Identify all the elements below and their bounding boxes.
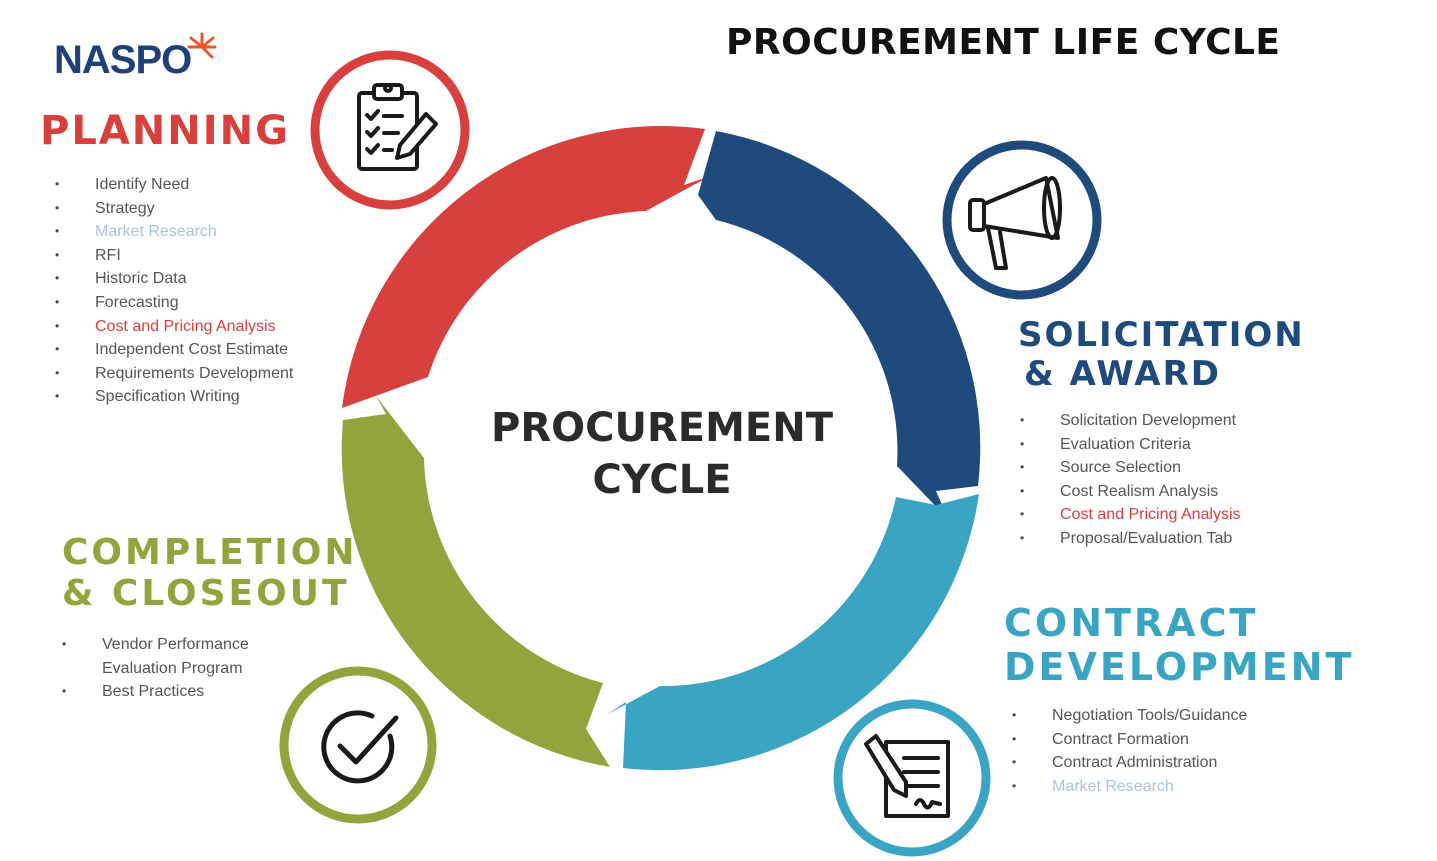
solicitation-heading-line-2: & AWARD [1024,354,1221,395]
list-item: Specification Writing [55,385,293,409]
completion-heading-line-1: COMPLETION [62,532,358,573]
solicitation-list: Solicitation Development Evaluation Crit… [1020,409,1241,551]
list-item: Contract Formation [1012,728,1247,752]
planning-arrow [342,126,710,409]
list-item: Forecasting [55,291,293,315]
solicitation-heading: SOLICITATION & AWARD [1018,315,1305,395]
list-item: Negotiation Tools/Guidance [1012,704,1247,728]
list-item: Contract Administration [1012,751,1247,775]
list-item: Best Practices [62,680,249,704]
list-item: Cost Realism Analysis [1020,480,1241,504]
list-item: Cost and Pricing Analysis [55,315,293,339]
center-label: PROCUREMENT CYCLE [462,402,862,506]
list-item: Independent Cost Estimate [55,338,293,362]
planning-heading: PLANNING [40,108,290,154]
completion-arrow [341,396,610,767]
clipboard-checklist-icon [357,83,438,171]
list-item: Strategy [55,197,293,221]
list-item: Proposal/Evaluation Tab [1020,527,1241,551]
list-item: Vendor Performance [62,633,249,657]
list-item: Evaluation Criteria [1020,433,1241,457]
planning-list: Identify Need Strategy Market Research R… [55,173,293,409]
megaphone-icon [968,176,1062,270]
list-item: Source Selection [1020,456,1241,480]
completion-icon-circle [279,666,437,824]
page-title: PROCUREMENT LIFE CYCLE [726,22,1281,63]
list-item: Market Research [55,220,293,244]
list-item: Identify Need [55,173,293,197]
burst-icon [187,32,217,59]
list-item: Requirements Development [55,362,293,386]
solicitation-heading-line-1: SOLICITATION [1018,315,1305,355]
list-item: Historic Data [55,267,293,291]
solicitation-icon-circle [942,140,1102,300]
solicitation-arrow [698,131,981,519]
list-item: Cost and Pricing Analysis [1020,503,1241,527]
list-item: RFI [55,244,293,268]
signed-document-icon [864,734,950,818]
center-line-2: CYCLE [592,457,732,503]
planning-icon-circle [310,50,470,210]
center-line-1: PROCUREMENT [491,405,833,451]
list-item: Market Research [1012,775,1247,799]
contract-heading-line-2: DEVELOPMENT [1004,644,1355,689]
checkmark-circle-icon [321,710,399,784]
completion-heading-line-2: & CLOSEOUT [62,573,350,615]
contract-heading-line-1: CONTRACT [1004,601,1259,645]
contract-list: Negotiation Tools/Guidance Contract Form… [1012,704,1247,798]
contract-icon-circle [833,699,991,857]
logo-text: NASPO [54,38,192,82]
completion-heading: COMPLETION & CLOSEOUT [62,532,357,615]
completion-list: Vendor Performance Evaluation Program Be… [62,633,249,704]
contract-heading: CONTRACT DEVELOPMENT [1004,601,1355,689]
naspo-logo: NASPO [54,32,217,83]
list-item: Solicitation Development [1020,409,1241,433]
contract-arrow [606,494,979,771]
list-item-continuation: Evaluation Program [102,659,243,677]
